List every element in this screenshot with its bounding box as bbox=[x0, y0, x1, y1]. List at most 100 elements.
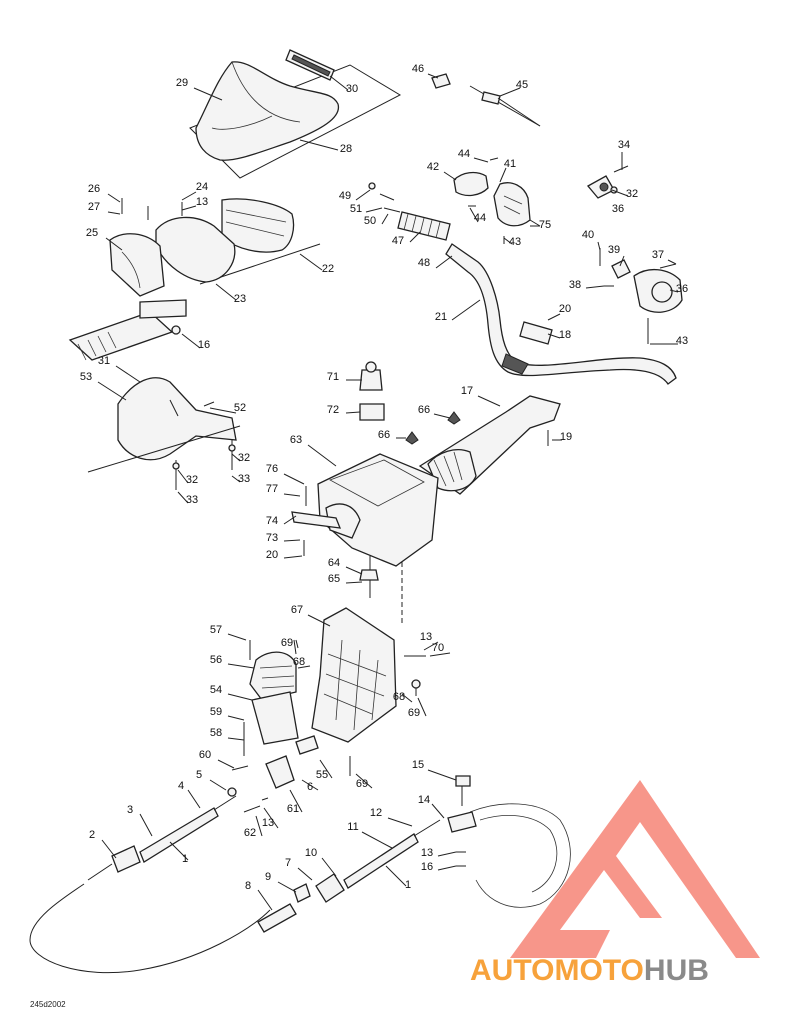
callout-33: 33 bbox=[238, 473, 250, 485]
callout-1: 1 bbox=[182, 853, 188, 865]
callout-60: 60 bbox=[199, 749, 211, 761]
callout-72: 72 bbox=[327, 404, 339, 416]
callout-11: 11 bbox=[347, 821, 358, 833]
callout-36: 36 bbox=[676, 283, 688, 295]
callout-57: 57 bbox=[210, 624, 222, 636]
callout-53: 53 bbox=[80, 371, 92, 383]
callout-61: 61 bbox=[287, 803, 299, 815]
callout-68: 68 bbox=[293, 656, 305, 668]
callout-69: 69 bbox=[356, 778, 368, 790]
steering-cable-right bbox=[257, 775, 471, 933]
watermark-moto: MOTO bbox=[554, 954, 643, 987]
callout-26: 26 bbox=[88, 183, 100, 195]
callout-17: 17 bbox=[461, 385, 473, 397]
callout-71: 71 bbox=[327, 371, 339, 383]
callout-32: 32 bbox=[186, 474, 198, 486]
callout-29: 29 bbox=[176, 77, 188, 89]
callout-66: 66 bbox=[378, 429, 390, 441]
callout-16: 16 bbox=[198, 339, 210, 351]
callout-13: 13 bbox=[262, 817, 274, 829]
callout-73: 73 bbox=[266, 532, 278, 544]
callout-46: 46 bbox=[412, 63, 424, 75]
callout-6: 6 bbox=[307, 781, 313, 793]
callout-38: 38 bbox=[569, 279, 581, 291]
callout-69: 69 bbox=[281, 637, 293, 649]
support-bracket-frame bbox=[293, 607, 426, 776]
callout-24: 24 bbox=[196, 181, 208, 193]
callout-69: 69 bbox=[408, 707, 420, 719]
callout-55: 55 bbox=[316, 769, 328, 781]
callout-8: 8 bbox=[245, 880, 251, 892]
callout-63: 63 bbox=[290, 434, 302, 446]
steering-column bbox=[359, 361, 561, 495]
callout-48: 48 bbox=[418, 257, 430, 269]
callout-59: 59 bbox=[210, 706, 222, 718]
cable-clamp-group bbox=[231, 640, 319, 789]
right-switch-group bbox=[586, 165, 629, 199]
callout-51: 51 bbox=[350, 203, 362, 215]
steering-cable-left bbox=[29, 787, 271, 974]
callout-20: 20 bbox=[266, 549, 278, 561]
jet-nozzle-ring bbox=[447, 803, 571, 908]
callout-40: 40 bbox=[582, 229, 594, 241]
handlebar-tube bbox=[445, 243, 677, 385]
callout-75: 75 bbox=[539, 219, 551, 231]
callout-10: 10 bbox=[305, 847, 317, 859]
callout-7: 7 bbox=[285, 857, 291, 869]
left-steering-group bbox=[68, 198, 321, 361]
callout-13: 13 bbox=[420, 631, 432, 643]
lower-bracket-group bbox=[87, 377, 241, 490]
watermark-word: AUTOMOTOHUB bbox=[470, 954, 709, 987]
callout-52: 52 bbox=[234, 402, 246, 414]
callout-34: 34 bbox=[618, 139, 630, 151]
callout-16: 16 bbox=[421, 861, 433, 873]
left-grip-parts bbox=[368, 182, 451, 241]
callout-54: 54 bbox=[210, 684, 222, 696]
callout-68: 68 bbox=[393, 691, 405, 703]
callout-62: 62 bbox=[244, 827, 256, 839]
callout-37: 37 bbox=[652, 249, 664, 261]
seat-cushion-assembly bbox=[189, 49, 402, 179]
callout-39: 39 bbox=[608, 244, 620, 256]
callout-25: 25 bbox=[86, 227, 98, 239]
callout-66: 66 bbox=[418, 404, 430, 416]
automotohub-watermark: AUTOMOTOHUB bbox=[470, 780, 760, 987]
callout-65: 65 bbox=[328, 573, 340, 585]
callout-76: 76 bbox=[266, 463, 278, 475]
callout-64: 64 bbox=[328, 557, 340, 569]
callout-9: 9 bbox=[265, 871, 271, 883]
watermark-triangle-logo bbox=[510, 780, 760, 958]
leader-lines bbox=[97, 73, 679, 911]
callout-23: 23 bbox=[234, 293, 246, 305]
callout-28: 28 bbox=[340, 143, 352, 155]
callout-67: 67 bbox=[291, 604, 303, 616]
callout-45: 45 bbox=[516, 79, 528, 91]
callout-36: 36 bbox=[612, 203, 624, 215]
callout-77: 77 bbox=[266, 483, 278, 495]
callout-22: 22 bbox=[322, 263, 334, 275]
throttle-housing bbox=[453, 157, 540, 244]
callout-32: 32 bbox=[238, 452, 250, 464]
callout-30: 30 bbox=[346, 83, 358, 95]
callout-49: 49 bbox=[339, 190, 351, 202]
callout-20: 20 bbox=[559, 303, 571, 315]
watermark-hub: HUB bbox=[644, 954, 709, 987]
callout-42: 42 bbox=[427, 161, 439, 173]
callout-13: 13 bbox=[196, 196, 208, 208]
callout-4: 4 bbox=[178, 780, 184, 792]
callout-13: 13 bbox=[421, 847, 433, 859]
callout-27: 27 bbox=[88, 201, 100, 213]
callout-41: 41 bbox=[504, 158, 516, 170]
callout-47: 47 bbox=[392, 235, 404, 247]
callout-2: 2 bbox=[89, 829, 95, 841]
callout-44: 44 bbox=[474, 212, 486, 224]
callout-43: 43 bbox=[509, 236, 521, 248]
watermark-auto: AUTO bbox=[470, 954, 554, 987]
callout-33: 33 bbox=[186, 494, 198, 506]
callout-70: 70 bbox=[432, 642, 444, 654]
callout-74: 74 bbox=[266, 515, 278, 527]
callout-1: 1 bbox=[405, 879, 411, 891]
callout-18: 18 bbox=[559, 329, 571, 341]
